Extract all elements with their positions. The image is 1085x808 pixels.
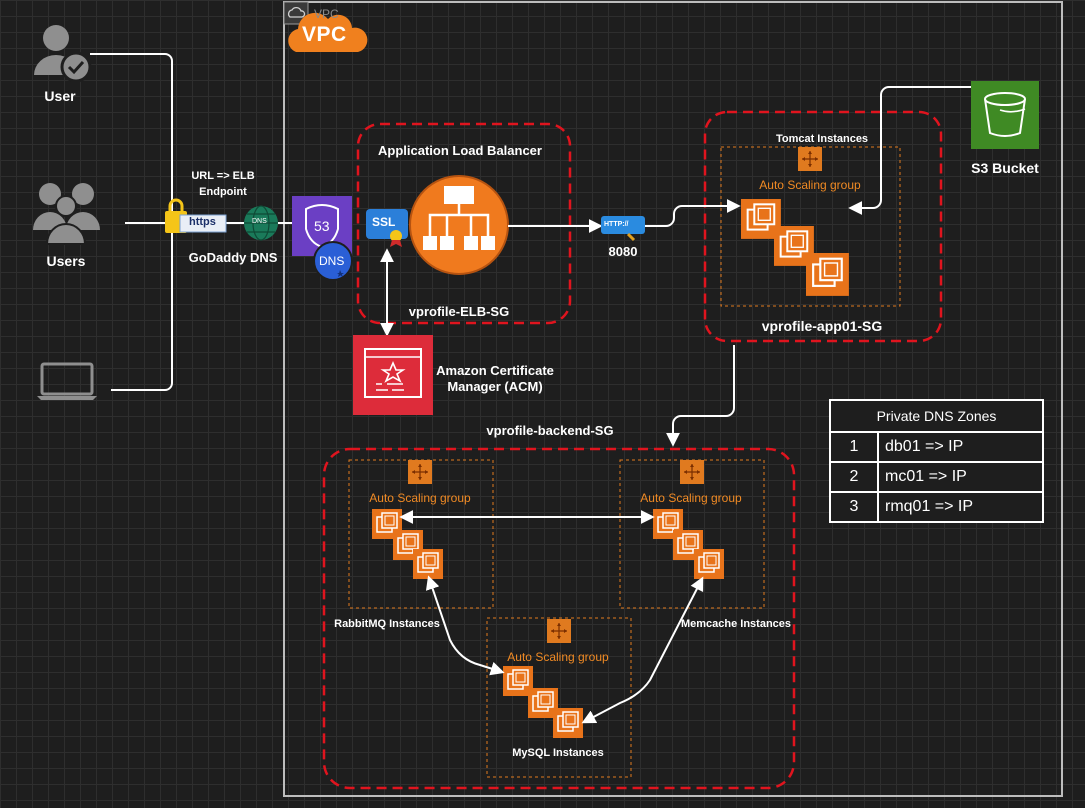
rabbit-ec2-instances: [371, 508, 444, 580]
dns-globe-label: DNS: [252, 218, 267, 225]
memcache-asg-icon: [679, 459, 705, 485]
acm-icon: [353, 335, 433, 415]
http-badge-icon: [601, 216, 645, 242]
dns-row-num: 1: [829, 431, 879, 463]
rabbit-asg-icon: [407, 459, 433, 485]
s3-to-app-line: [848, 86, 971, 215]
app-ec2-instances: [740, 198, 850, 297]
vpc-boundary: [283, 1, 1063, 797]
memcache-mysql-line: [581, 576, 704, 724]
url-elb-endpoint-label: URL => ELB Endpoint: [191, 170, 255, 198]
https-label: https: [189, 216, 216, 228]
tomcat-title: Tomcat Instances: [775, 133, 869, 145]
https-lock-icon: [165, 198, 227, 233]
rabbit-label: RabbitMQ Instances: [334, 618, 440, 630]
user-label: User: [44, 88, 76, 104]
dns-row-value: mc01 => IP: [877, 461, 1044, 493]
load-balancer-icon: [409, 175, 509, 275]
table-row: 2 mc01 => IP: [829, 461, 1044, 493]
rabbit-mysql-line: [425, 575, 505, 676]
elb-title: Application Load Balancer: [378, 143, 542, 158]
backend-sg-label: vprofile-backend-SG: [486, 423, 614, 438]
http-to-app-line: [645, 199, 741, 227]
memcache-ec2-instances: [652, 508, 725, 580]
backend-sg-boundary: [322, 447, 796, 790]
dns-row-num: 3: [829, 491, 879, 523]
dns-row-value: rmq01 => IP: [877, 491, 1044, 523]
rabbit-asg-label: Auto Scaling group: [369, 491, 471, 505]
godaddy-dns-label: GoDaddy DNS: [188, 250, 278, 265]
elb-sg-label: vprofile-ELB-SG: [408, 304, 510, 319]
ssl-certificate-icon: [366, 209, 408, 247]
users-group-icon: [33, 183, 100, 245]
user-icon: [34, 25, 92, 83]
ssl-label: SSL: [372, 215, 396, 229]
table-row: 1 db01 => IP: [829, 431, 1044, 463]
memcache-label: Memcache Instances: [680, 618, 792, 630]
app-asg-icon: [797, 146, 823, 172]
dns-row-value: db01 => IP: [877, 431, 1044, 463]
acm-label: Amazon Certificate Manager (ACM): [436, 363, 554, 394]
route53-label: 53: [314, 218, 330, 234]
vpc-cloud-icon: [288, 12, 368, 53]
vpc-tag-label: VPC: [314, 7, 339, 21]
app-sg-boundary: [703, 110, 943, 343]
mysql-ec2-instances: [502, 665, 584, 739]
mysql-asg-label: Auto Scaling group: [507, 650, 609, 664]
http-badge-label: HTTP://: [604, 221, 629, 228]
mysql-asg-icon: [546, 618, 572, 644]
dns-row-num: 2: [829, 461, 879, 493]
laptop-icon: [37, 362, 97, 400]
table-row: 3 rmq01 => IP: [829, 491, 1044, 523]
app-asg-label: Auto Scaling group: [759, 178, 861, 192]
memcache-asg-label: Auto Scaling group: [640, 491, 742, 505]
route53-icon: [292, 196, 353, 281]
route53-dns-label: DNS: [319, 254, 345, 268]
app-to-backend-line: [666, 345, 735, 447]
vpc-corner-icon: [283, 1, 309, 25]
port-label: 8080: [608, 244, 638, 259]
vpc-badge-label: VPC: [302, 23, 347, 46]
godaddy-dns-icon: [244, 205, 278, 241]
mysql-label: MySQL Instances: [512, 747, 604, 759]
app-sg-label: vprofile-app01-SG: [761, 318, 883, 334]
private-dns-zones-table: Private DNS Zones 1 db01 => IP 2 mc01 =>…: [829, 399, 1044, 523]
elb-sg-boundary: [356, 122, 572, 325]
app-asg-boundary: [720, 146, 901, 307]
dns-table-title: Private DNS Zones: [829, 399, 1044, 433]
s3-label: S3 Bucket: [971, 160, 1039, 176]
s3-bucket-icon: [971, 81, 1039, 149]
users-label: Users: [46, 253, 86, 269]
